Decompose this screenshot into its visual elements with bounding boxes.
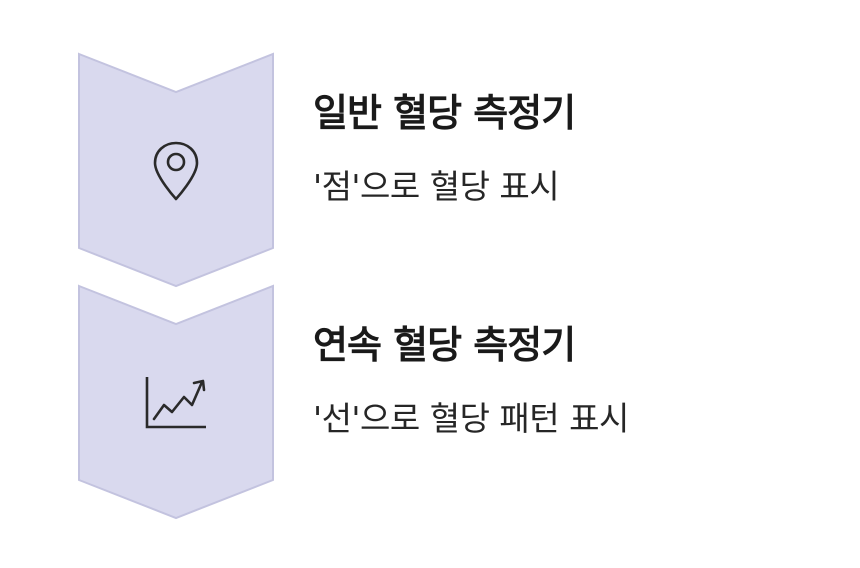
- step-title: 일반 혈당 측정기: [313, 91, 576, 135]
- chevron-shape: [78, 284, 274, 520]
- trend-chart-icon: [78, 375, 274, 431]
- step-1-text: 일반 혈당 측정기 '점'으로 혈당 표시: [313, 91, 576, 206]
- step-1-chevron: [78, 52, 274, 288]
- step-description: '선'으로 혈당 패턴 표시: [313, 399, 629, 438]
- location-pin-icon: [78, 141, 274, 203]
- step-title: 연속 혈당 측정기: [313, 323, 576, 367]
- step-description: '점'으로 혈당 표시: [313, 167, 560, 206]
- step-2-chevron: [78, 284, 274, 520]
- step-2-text: 연속 혈당 측정기 '선'으로 혈당 패턴 표시: [313, 326, 629, 435]
